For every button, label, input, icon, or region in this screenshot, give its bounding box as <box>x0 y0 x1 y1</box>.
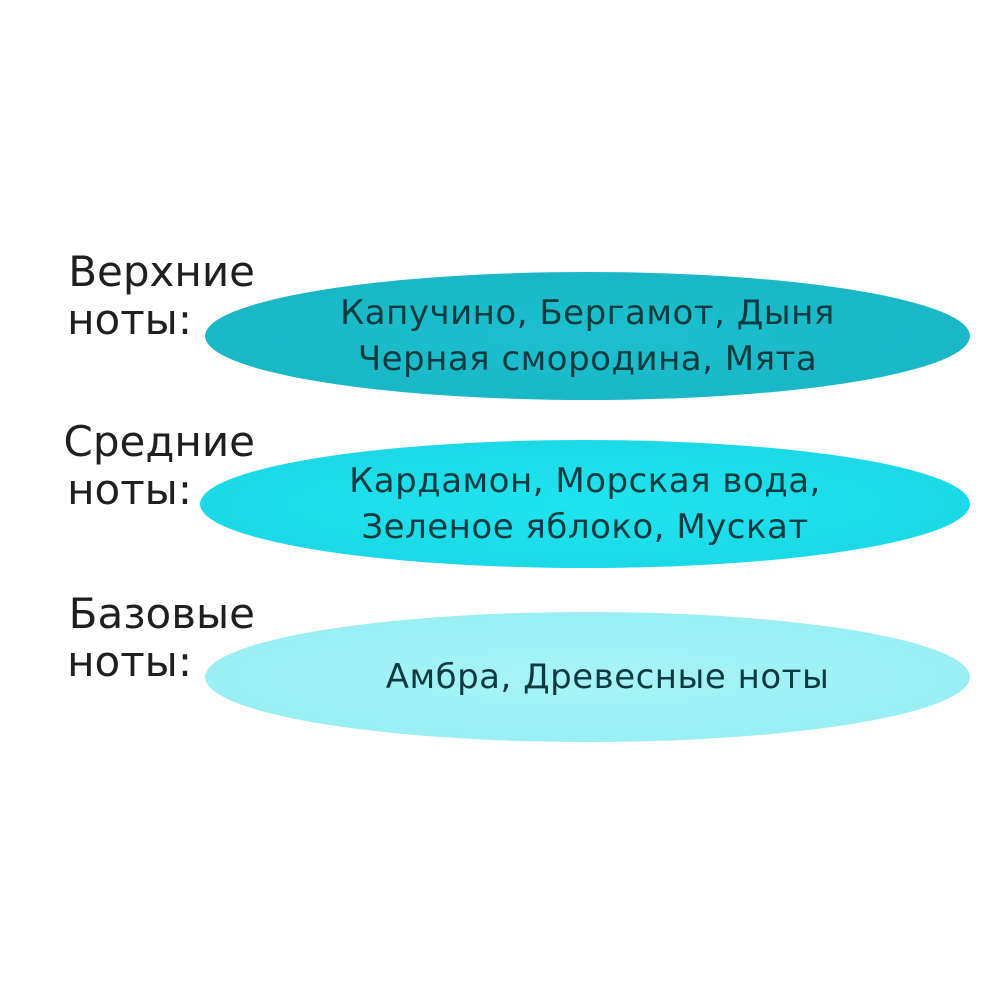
top-notes-text-line1: Капучино, Бергамот, Дыня <box>340 293 835 333</box>
base-notes-label-line1: Базовые <box>68 589 255 638</box>
middle-notes-label-line2: ноты: <box>67 465 192 514</box>
top-notes-text-line2: Черная смородина, Мята <box>357 339 818 379</box>
middle-notes-label-line1: Средние <box>63 417 255 466</box>
middle-notes-ellipse: Кардамон, Морская вода, Зеленое яблоко, … <box>200 440 970 568</box>
top-notes-label-line1: Верхние <box>68 247 255 296</box>
base-notes-text-line1: Амбра, Древесные ноты <box>385 657 830 697</box>
middle-notes-text-line1: Кардамон, Морская вода, <box>349 461 821 501</box>
base-notes-tier: Базовые ноты: Амбра, Древесные ноты <box>0 590 1000 750</box>
top-notes-tier: Верхние ноты: Капучино, Бергамот, Дыня Ч… <box>0 248 1000 408</box>
middle-notes-label: Средние ноты: <box>0 418 255 514</box>
top-notes-ellipse: Капучино, Бергамот, Дыня Черная смородин… <box>205 272 970 400</box>
middle-notes-text-line2: Зеленое яблоко, Мускат <box>361 507 809 547</box>
base-notes-ellipse: Амбра, Древесные ноты <box>205 612 970 742</box>
top-notes-label-line2: ноты: <box>67 295 192 344</box>
top-notes-label: Верхние ноты: <box>0 248 255 344</box>
base-notes-label: Базовые ноты: <box>0 590 255 686</box>
base-notes-label-line2: ноты: <box>67 637 192 686</box>
middle-notes-tier: Средние ноты: Кардамон, Морская вода, Зе… <box>0 418 1000 578</box>
